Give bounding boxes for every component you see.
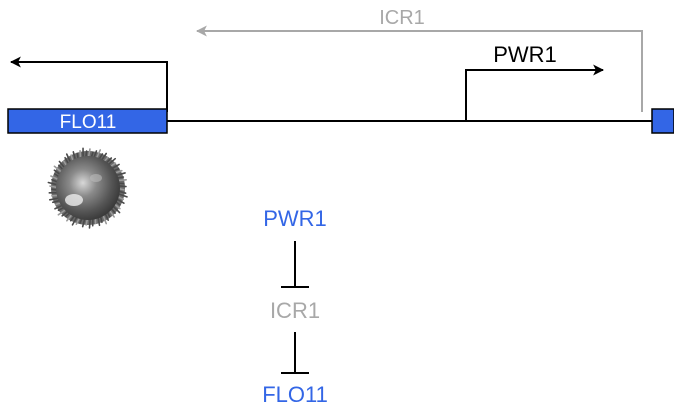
icr1-transcript-label: ICR1 [379,7,425,29]
pwr1-represses-icr1-inhibitor [281,241,309,288]
pwr1-transcript: PWR1 [465,42,605,121]
pwr1-transcript-arrow [465,64,605,121]
flo11-gene-box [7,108,168,134]
pwr1-transcript-label: PWR1 [493,42,557,67]
icr1-transcript-arrow [195,25,643,112]
regulatory-pathway: PWR1 ICR1 FLO11 [262,206,328,407]
flo11-transcript-arrow [9,56,168,112]
flo11-gene-label: FLO11 [60,112,117,133]
yeast-colony-icon [47,147,128,229]
right-gene-box [651,108,674,134]
flo11-gene: FLO11 [7,108,168,134]
pathway-pwr1-label: PWR1 [263,206,327,231]
pathway-flo11-label: FLO11 [262,382,328,407]
pathway-icr1-label: ICR1 [270,298,320,323]
icr1-transcript: ICR1 [195,7,643,112]
icr1-represses-flo11-inhibitor [281,332,309,374]
